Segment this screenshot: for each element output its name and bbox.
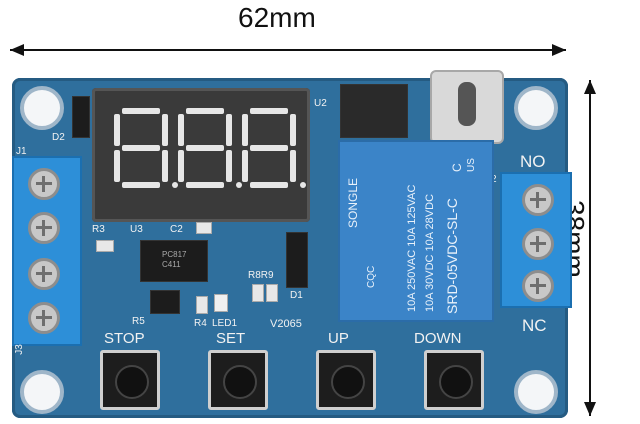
relay-us-mark: US	[466, 158, 477, 172]
resistor-r3	[96, 240, 114, 252]
stop-button-cap[interactable]	[115, 365, 149, 399]
resistor-r8	[252, 284, 264, 302]
set-button-cap[interactable]	[223, 365, 257, 399]
relay-terminal-com[interactable]	[522, 228, 554, 260]
r5-label: R5	[132, 316, 145, 327]
mounting-hole-bottom-right	[514, 370, 558, 414]
height-dimension-arrow	[584, 80, 596, 416]
screw-terminal-1[interactable]	[28, 168, 60, 200]
stop-label: STOP	[104, 330, 145, 347]
up-button-cap[interactable]	[331, 365, 365, 399]
j3-label: J3	[13, 344, 25, 355]
d2-label: D2	[52, 132, 65, 143]
relay-terminal-no[interactable]	[522, 184, 554, 216]
led1	[214, 294, 228, 312]
relay-terminal-nc[interactable]	[522, 270, 554, 302]
r8r9-label: R8R9	[248, 270, 274, 281]
stop-button[interactable]	[100, 350, 160, 410]
u3-label: U3	[130, 224, 143, 235]
mounting-hole-top-left	[20, 86, 64, 130]
resistor-r4	[196, 296, 208, 314]
set-button[interactable]	[208, 350, 268, 410]
relay-model: SRD-05VDC-SL-C	[444, 198, 460, 314]
r3-label: R3	[92, 224, 105, 235]
width-dimension-label: 62mm	[238, 2, 316, 33]
j1-label: J1	[16, 146, 27, 157]
board-version-label: V2065	[270, 318, 302, 330]
relay-rating-line1: 10A 250VAC 10A 125VAC	[406, 184, 418, 312]
nc-label: NC	[522, 316, 547, 335]
mounting-hole-bottom-left	[20, 370, 64, 414]
relay-brand: SONGLE	[346, 177, 360, 228]
transistor	[150, 290, 180, 314]
led1-label: LED1	[212, 318, 238, 329]
down-button[interactable]	[424, 350, 484, 410]
no-label: NO	[520, 152, 546, 171]
relay-rating-line2: 10A 30VDC 10A 28VDC	[424, 193, 436, 312]
relay-module: SONGLE 10A 250VAC 10A 125VAC 10A 30VDC 1…	[338, 140, 494, 322]
width-dimension-arrow	[10, 44, 566, 56]
r4-label: R4	[194, 318, 207, 329]
display-digit-2	[178, 108, 242, 188]
up-button[interactable]	[316, 350, 376, 410]
screw-terminal-4[interactable]	[28, 302, 60, 334]
relay-ce-mark: C	[450, 163, 464, 172]
relay-cqc-mark: CQC	[366, 265, 377, 288]
down-button-cap[interactable]	[439, 365, 473, 399]
diode-d2	[72, 96, 90, 138]
up-label: UP	[328, 330, 349, 347]
set-label: SET	[216, 330, 246, 347]
optocoupler-marking: PC817 C411	[162, 250, 187, 269]
usb-c-opening	[458, 82, 476, 126]
optocoupler-u3	[140, 240, 208, 282]
voltage-regulator-u2	[340, 84, 408, 138]
c2-label: C2	[170, 224, 183, 235]
capacitor-c2	[196, 222, 212, 234]
u2-label: U2	[314, 98, 327, 109]
d1-label: D1	[290, 290, 303, 301]
screw-terminal-3[interactable]	[28, 258, 60, 290]
down-label: DOWN	[414, 330, 462, 347]
screw-terminal-2[interactable]	[28, 212, 60, 244]
display-digit-1	[114, 108, 178, 188]
display-digit-3	[242, 108, 306, 188]
seven-segment-display	[92, 88, 310, 222]
resistor-r9	[266, 284, 278, 302]
diode-d1	[286, 232, 308, 288]
mounting-hole-top-right	[514, 86, 558, 130]
